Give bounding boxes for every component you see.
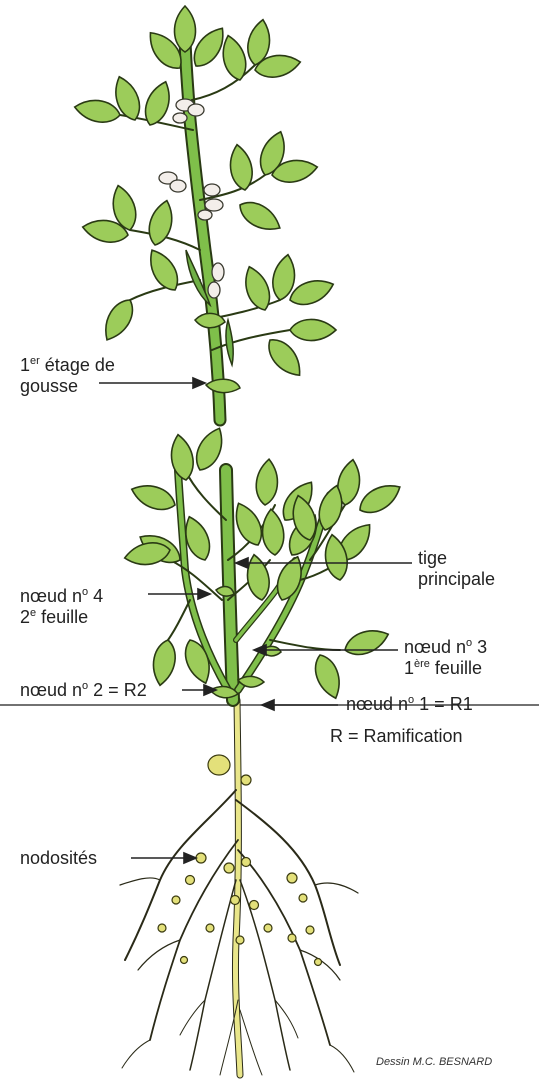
label-node-3-leaf-rest: feuille (430, 658, 482, 678)
label-ramification: R = Ramification (330, 726, 463, 747)
drawing-credit-text: Dessin M.C. BESNARD (376, 1056, 492, 1068)
label-node-2: nœud no 2 = R2 (20, 680, 147, 701)
label-node-1: nœud no 1 = R1 (346, 694, 473, 715)
label-main-stem: tige principale (418, 548, 495, 590)
upper-stems (120, 40, 290, 420)
label-first-pod-stage: 1er étage de gousse (20, 355, 115, 397)
label-first-pod-stage-sup: er (30, 355, 40, 367)
label-main-stem-line2: principale (418, 569, 495, 589)
label-node-2-text: nœud n (20, 680, 82, 700)
label-node-4-text: nœud n (20, 586, 82, 606)
label-first-pod-stage-rest: étage de (40, 355, 115, 375)
label-node-4-leaf-rest: feuille (36, 607, 88, 627)
label-node-4-leaf-num: 2 (20, 607, 30, 627)
drawing-credit: Dessin M.C. BESNARD (376, 1056, 492, 1068)
label-main-stem-line1: tige (418, 548, 447, 568)
label-node-3-num: 3 (472, 637, 487, 657)
label-first-pod-stage-num: 1 (20, 355, 30, 375)
label-node-1-text: nœud n (346, 694, 408, 714)
label-node-2-end: 2 = R2 (88, 680, 147, 700)
label-node-3-text: nœud n (404, 637, 466, 657)
label-node-4: nœud no 4 2e feuille (20, 586, 103, 628)
label-nodules-text: nodosités (20, 848, 97, 868)
label-node-3-leaf-sup: ère (414, 658, 430, 670)
label-node-3-leaf-num: 1 (404, 658, 414, 678)
label-node-1-end: 1 = R1 (414, 694, 473, 714)
label-nodules: nodosités (20, 848, 97, 869)
label-ramification-text: R = Ramification (330, 726, 463, 746)
label-node-3: nœud no 3 1ère feuille (404, 637, 487, 679)
label-first-pod-stage-line2: gousse (20, 376, 78, 396)
label-node-4-num: 4 (88, 586, 103, 606)
root-system (120, 700, 358, 1075)
